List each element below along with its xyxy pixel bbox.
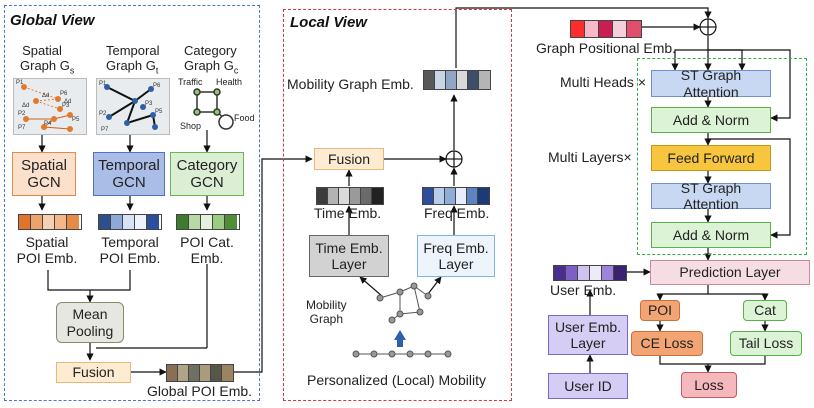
svg-text:P2: P2 <box>99 111 107 117</box>
time-emb-layer-box: Time Emb. Layer <box>309 235 389 277</box>
mobility-graph-icon <box>376 282 432 324</box>
svg-text:P4: P4 <box>44 121 52 127</box>
tail-loss-box: Tail Loss <box>730 331 802 356</box>
cat-node-food: Food <box>234 113 255 123</box>
local-view-panel <box>283 9 512 401</box>
mobility-graph-label: Mobility Graph <box>306 298 347 326</box>
st-graph-attention-2-box: ST Graph Attention <box>651 180 771 212</box>
multi-layers-label: Multi Layers× <box>548 149 632 165</box>
svg-text:P1: P1 <box>16 80 24 86</box>
mobility-graph-emb-label: Mobility Graph Emb. <box>287 76 414 92</box>
cat-node-health: Health <box>216 77 243 87</box>
svg-text:P5: P5 <box>72 117 80 123</box>
temporal-poi-embedding-vector <box>98 214 162 230</box>
svg-text:P3: P3 <box>145 101 153 107</box>
global-poi-embedding-vector <box>166 364 234 382</box>
up-arrow-icon <box>394 330 406 340</box>
global-view-panel <box>4 5 260 401</box>
personalized-mobility-label: Personalized (Local) Mobility <box>307 372 486 388</box>
add-norm-1-box: Add & Norm <box>651 107 771 133</box>
svg-text:P3: P3 <box>62 103 70 109</box>
mean-pooling-box: Mean Pooling <box>56 302 124 343</box>
svg-text:Δd: Δd <box>22 103 29 109</box>
svg-text:P6: P6 <box>60 91 68 97</box>
freq-emb-layer-box: Freq Emb. Layer <box>417 235 495 277</box>
feed-forward-box: Feed Forward <box>651 145 771 171</box>
temporal-map-image: P1 P6 P2 P3 P5 P7 <box>96 78 170 135</box>
cat-node-shop: Shop <box>180 121 202 131</box>
svg-text:Δd: Δd <box>64 99 71 105</box>
spatial-gcn-box: Spatial GCN <box>12 152 76 196</box>
poi-cat-emb-label: POI Cat. Emb. <box>180 234 234 267</box>
spatial-poi-emb-label: Spatial POI Emb. <box>16 234 78 267</box>
temporal-poi-emb-label: Temporal POI Emb. <box>99 234 161 267</box>
prediction-layer-box: Prediction Layer <box>650 260 810 285</box>
cat-node-traffic: Traffic <box>178 77 203 87</box>
user-embedding-vector <box>553 265 627 281</box>
spatial-poi-embedding-vector <box>18 214 82 230</box>
global-poi-emb-label: Global POI Emb. <box>147 383 253 399</box>
user-emb-layer-box: User Emb. Layer <box>548 315 628 355</box>
graph-positional-emb-label: Graph Positional Emb. <box>536 40 677 56</box>
graph-positional-embedding-vector <box>570 20 642 38</box>
freq-embedding-vector <box>422 187 490 205</box>
local-fusion-box: Fusion <box>314 148 384 170</box>
global-fusion-box: Fusion <box>56 362 131 383</box>
global-view-title: Global View <box>10 12 95 29</box>
category-gcn-box: Category GCN <box>170 152 244 196</box>
svg-text:P5: P5 <box>155 109 163 115</box>
up-arrow-stem <box>397 340 403 347</box>
cat-output-box: Cat <box>743 300 787 321</box>
time-emb-label: Time Emb. <box>314 205 382 221</box>
poi-output-box: POI <box>640 300 680 321</box>
local-view-title: Local View <box>290 14 367 31</box>
temporal-gcn-box: Temporal GCN <box>93 152 165 196</box>
loss-box: Loss <box>681 372 737 398</box>
transformer-block-panel <box>637 58 807 255</box>
svg-text:Δd: Δd <box>42 93 49 99</box>
user-id-box: User ID <box>548 373 628 399</box>
add-operator-icons <box>445 18 717 168</box>
sequence-icon <box>352 350 452 358</box>
add-norm-2-box: Add & Norm <box>651 222 771 248</box>
ce-loss-box: CE Loss <box>631 331 703 356</box>
time-embedding-vector <box>316 187 384 205</box>
svg-text:P7: P7 <box>101 127 109 133</box>
svg-text:P7: P7 <box>18 125 26 131</box>
user-emb-label: User Emb. <box>550 282 617 298</box>
spatial-map-image: P1 P6 P3 P2 P4 P5 P7 Δd Δd Δd <box>13 78 87 135</box>
svg-text:P1: P1 <box>99 81 107 87</box>
svg-text:P6: P6 <box>153 83 161 89</box>
poi-cat-embedding-vector <box>176 214 240 230</box>
svg-text:P2: P2 <box>18 111 26 117</box>
category-graph-icon <box>193 88 234 130</box>
mobility-graph-embedding-vector <box>423 70 491 90</box>
freq-emb-label: Freq Emb. <box>424 205 490 221</box>
multi-heads-label: Multi Heads × <box>560 74 646 90</box>
st-graph-attention-1-box: ST Graph Attention <box>651 67 771 100</box>
